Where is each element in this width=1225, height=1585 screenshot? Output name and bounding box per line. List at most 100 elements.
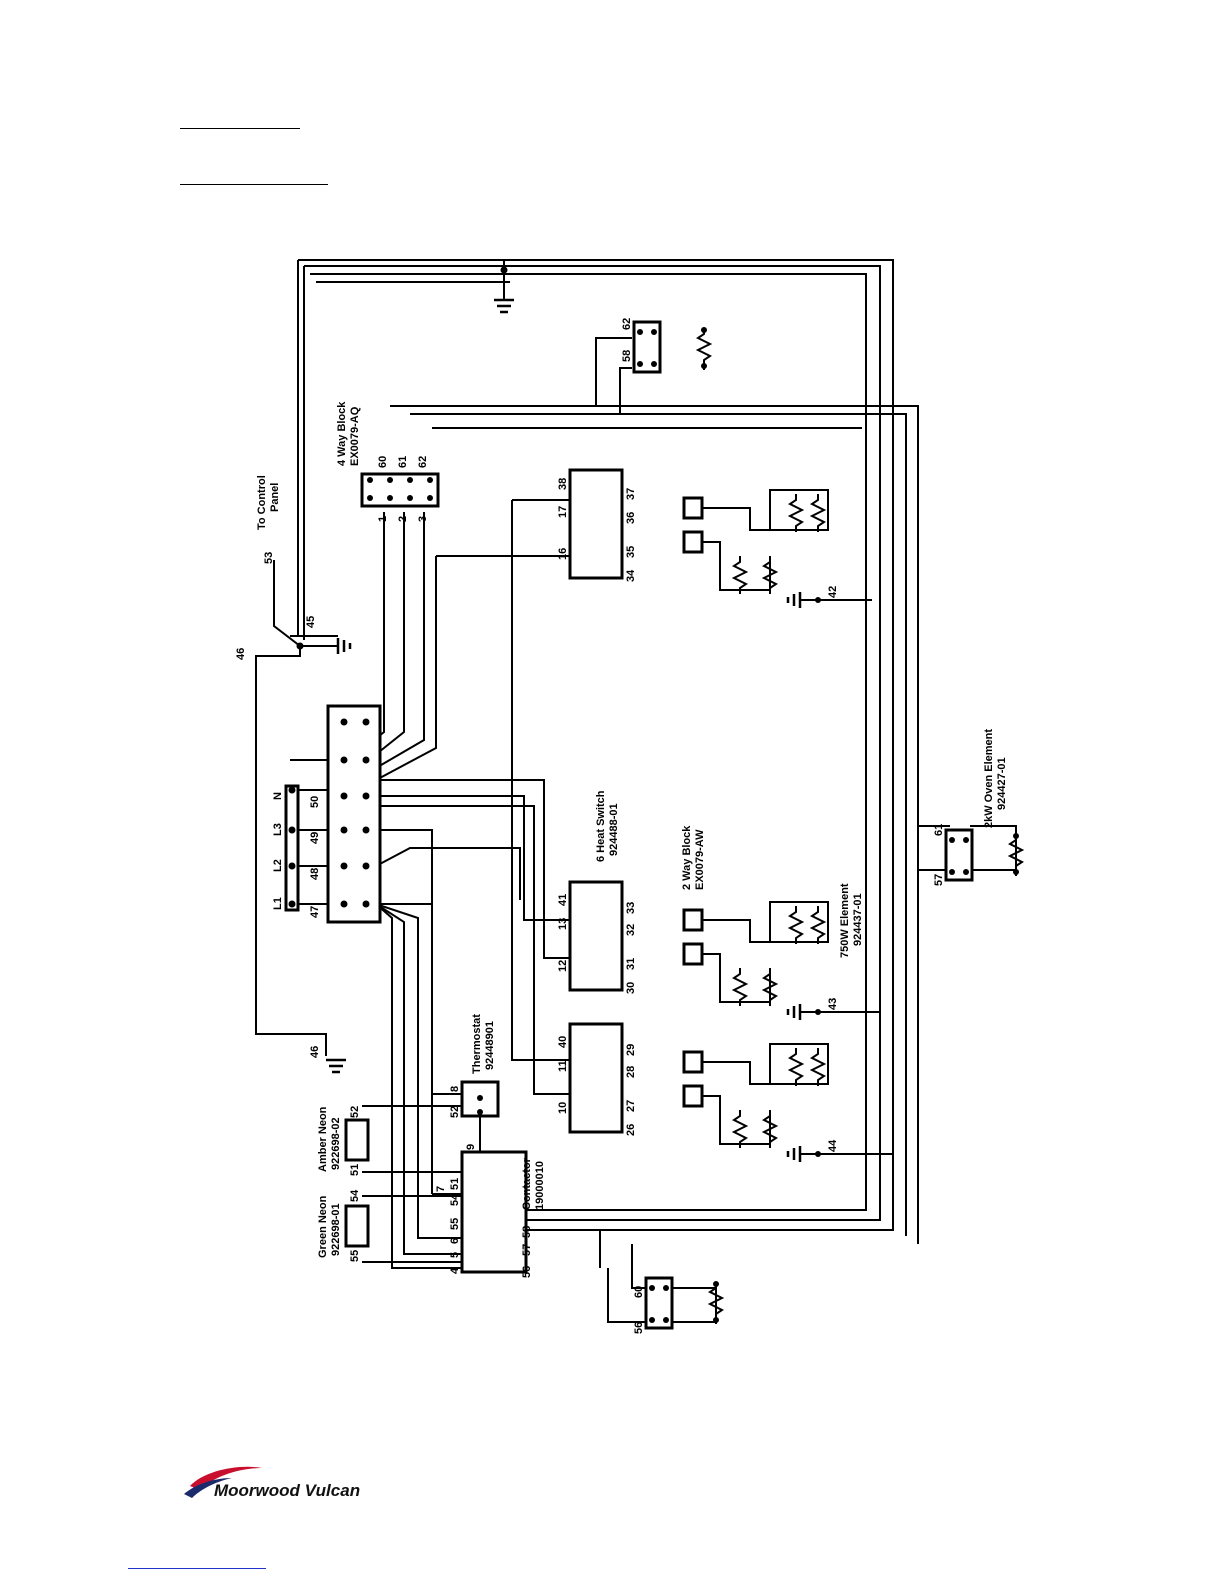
heating-elements bbox=[695, 330, 1025, 1324]
element-750-u bbox=[787, 494, 827, 532]
heat-switch-line1: 6 Heat Switch bbox=[595, 790, 607, 862]
oven-61: 61 bbox=[933, 824, 945, 836]
to-control-panel-line1: To Control bbox=[256, 475, 268, 530]
two-way-block-l2 bbox=[682, 1084, 704, 1108]
earth-symbols bbox=[326, 298, 802, 1162]
element-top bbox=[695, 330, 713, 370]
thermostat-52: 52 bbox=[449, 1106, 461, 1118]
heat-switch-low-box bbox=[568, 1022, 624, 1134]
thermostat-line2: 92448901 bbox=[484, 1021, 496, 1070]
low-10: 10 bbox=[557, 1102, 569, 1114]
heat-switch-upper-box bbox=[568, 468, 624, 580]
green-neon-line2: 922698-01 bbox=[330, 1203, 342, 1256]
element-750-line2: 924437-01 bbox=[852, 893, 864, 946]
logo-brand-text: Moorwood Vulcan bbox=[214, 1481, 360, 1500]
heat-switch-line2: 924488-01 bbox=[608, 803, 620, 856]
thermostat-line1: Thermostat bbox=[471, 1014, 483, 1074]
contactor-57: 57 bbox=[521, 1244, 533, 1256]
two-way-block-line1: 2 Way Block bbox=[681, 825, 693, 890]
four-way-block-line1: 4 Way Block bbox=[336, 401, 348, 466]
to-control-panel-line2: Panel bbox=[269, 483, 281, 512]
mid-13: 13 bbox=[557, 918, 569, 930]
contactor-box bbox=[460, 1150, 528, 1274]
upper-38: 38 bbox=[557, 478, 569, 490]
oven-57: 57 bbox=[933, 874, 945, 886]
contactor-7: 7 bbox=[435, 1186, 447, 1192]
top-terminal-58: 58 bbox=[621, 350, 633, 362]
contactor-4: 4 bbox=[449, 1267, 461, 1274]
upper-34: 34 bbox=[625, 569, 637, 582]
moorwood-vulcan-logo: Moorwood Vulcan bbox=[184, 1466, 360, 1500]
top-terminal-62: 62 bbox=[621, 318, 633, 330]
contactor-56: 56 bbox=[521, 1266, 533, 1278]
two-way-block-u1 bbox=[682, 496, 704, 520]
diagram-labels: N L3 L2 L1 50 49 48 47 To Control Panel … bbox=[235, 318, 1008, 1334]
mid-41: 41 bbox=[557, 894, 569, 906]
four-way-block-line2: EX0079-AQ bbox=[349, 406, 361, 466]
contactor-6: 6 bbox=[449, 1238, 461, 1244]
fwb-61: 61 bbox=[397, 456, 409, 468]
green-55: 55 bbox=[349, 1250, 361, 1262]
thermostat-8: 8 bbox=[449, 1086, 461, 1092]
element-bottom bbox=[707, 1284, 725, 1324]
low-29: 29 bbox=[625, 1044, 637, 1056]
footer-rule bbox=[128, 1568, 266, 1569]
wire-48: 48 bbox=[309, 868, 321, 880]
wire-46-bottom: 46 bbox=[309, 1046, 321, 1058]
wire-45: 45 bbox=[305, 616, 317, 628]
low-11: 11 bbox=[557, 1060, 569, 1072]
header-rule-1 bbox=[180, 128, 300, 129]
low-27: 27 bbox=[625, 1100, 637, 1112]
upper-16: 16 bbox=[557, 548, 569, 560]
oven-element-line1: 2kW Oven Element bbox=[983, 729, 995, 828]
connection-dots bbox=[288, 266, 1019, 1323]
thermostat-9: 9 bbox=[465, 1144, 477, 1150]
two-way-block-m1 bbox=[682, 908, 704, 932]
two-way-block-l1 bbox=[682, 1050, 704, 1074]
green-neon-line1: Green Neon bbox=[317, 1195, 329, 1258]
upper-35: 35 bbox=[625, 546, 637, 558]
mid-31: 31 bbox=[625, 958, 637, 970]
earth-44-icon bbox=[786, 1146, 802, 1162]
low-28: 28 bbox=[625, 1066, 637, 1078]
amber-neon-line1: Amber Neon bbox=[317, 1106, 329, 1172]
earth-main-icon bbox=[336, 638, 352, 654]
upper-17: 17 bbox=[557, 506, 569, 518]
amber-52: 52 bbox=[349, 1106, 361, 1118]
wire-43: 43 bbox=[827, 998, 839, 1010]
amber-51: 51 bbox=[349, 1164, 361, 1176]
mid-33: 33 bbox=[625, 902, 637, 914]
wire-49: 49 bbox=[309, 832, 321, 844]
bottom-terminal-60: 60 bbox=[633, 1286, 645, 1298]
wire-53: 53 bbox=[263, 552, 275, 564]
mid-30: 30 bbox=[625, 982, 637, 994]
wire-47: 47 bbox=[309, 906, 321, 918]
wire-46-top: 46 bbox=[235, 648, 247, 660]
fwb-62: 62 bbox=[417, 456, 429, 468]
wire-44: 44 bbox=[827, 1139, 839, 1152]
label-l1: L1 bbox=[272, 897, 284, 910]
element-750-line1: 750W Element bbox=[839, 883, 851, 958]
green-54: 54 bbox=[349, 1189, 361, 1202]
contactor-51: 51 bbox=[449, 1178, 461, 1190]
fwb-1: 1 bbox=[377, 516, 389, 522]
oven-element-line2: 924427-01 bbox=[996, 757, 1008, 810]
upper-37: 37 bbox=[625, 488, 637, 500]
element-750-m bbox=[787, 906, 827, 944]
upper-36: 36 bbox=[625, 512, 637, 524]
two-way-block-line2: EX0079-AW bbox=[694, 829, 706, 890]
label-l3: L3 bbox=[272, 823, 284, 836]
amber-neon-line2: 922698-02 bbox=[330, 1117, 342, 1170]
logo-swoosh-blue-icon bbox=[184, 1478, 232, 1498]
contactor-54: 54 bbox=[449, 1193, 461, 1206]
main-terminal-box bbox=[326, 704, 382, 924]
fwb-60: 60 bbox=[377, 456, 389, 468]
amber-neon-box bbox=[344, 1118, 370, 1162]
mid-12: 12 bbox=[557, 960, 569, 972]
contactor-58: 58 bbox=[521, 1226, 533, 1238]
label-n: N bbox=[272, 792, 284, 800]
contactor-line2: 19000010 bbox=[534, 1161, 546, 1210]
wire-50: 50 bbox=[309, 796, 321, 808]
